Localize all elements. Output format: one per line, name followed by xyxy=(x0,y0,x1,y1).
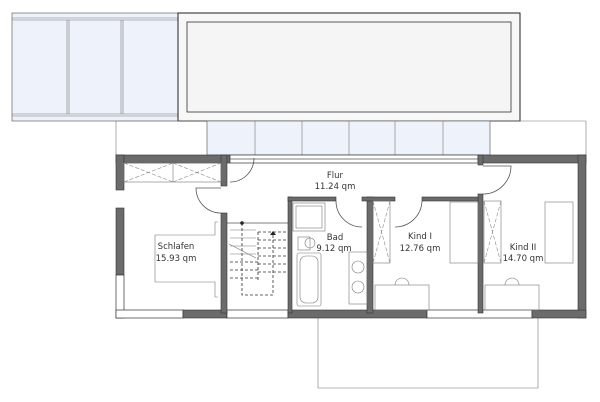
roof-overhang xyxy=(177,12,521,122)
room-area: 15.93 qm xyxy=(156,254,197,264)
walls xyxy=(115,154,587,319)
glass-canopy xyxy=(11,12,179,122)
room-name: Kind I xyxy=(408,232,432,242)
room-name: Flur xyxy=(327,171,344,181)
door-swings xyxy=(195,157,512,228)
room-name: Bad xyxy=(327,233,343,243)
room-kind-2: Kind II 14.70 qm xyxy=(503,243,544,264)
room-kind-1: Kind I 12.76 qm xyxy=(400,232,441,254)
room-name: Schlafen xyxy=(158,242,195,252)
room-flur: Flur 11.24 qm xyxy=(315,171,356,192)
room-bad: Bad 9.12 qm xyxy=(316,233,351,254)
room-area: 12.76 qm xyxy=(400,244,441,254)
room-name: Kind II xyxy=(510,243,536,253)
room-area: 14.70 qm xyxy=(503,254,544,264)
glass-facade xyxy=(115,120,587,156)
balcony-outline xyxy=(317,318,539,389)
room-area: 11.24 qm xyxy=(315,182,356,192)
room-schlafen: Schlafen 15.93 qm xyxy=(156,242,197,264)
stair-direction-arrow-icon xyxy=(270,231,276,235)
room-area: 9.12 qm xyxy=(316,244,351,254)
staircase xyxy=(227,221,288,296)
furniture xyxy=(123,162,574,311)
